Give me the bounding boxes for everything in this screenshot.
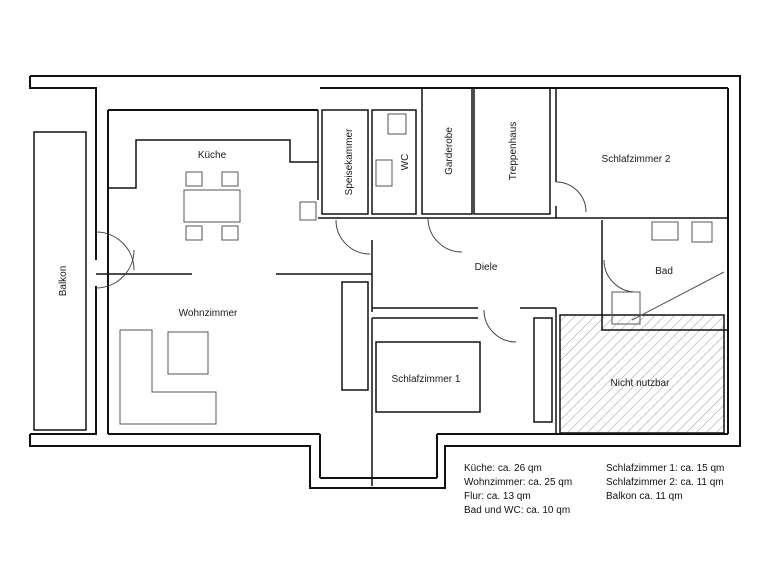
interior-walls <box>96 87 728 486</box>
room-label-diele: Diele <box>475 262 498 273</box>
area-legend: Küche: ca. 26 qm Wohnzimmer: ca. 25 qm F… <box>464 463 724 516</box>
room-label-bad: Bad <box>655 266 673 277</box>
room-label-wohnzimmer: Wohnzimmer <box>179 308 238 319</box>
outer-walls <box>29 75 741 489</box>
door-swings <box>95 181 637 343</box>
area-line: Schlafzimmer 2: ca. 11 qm <box>606 477 724 488</box>
room-label-garderobe: Garderobe <box>444 127 455 175</box>
area-line: Bad und WC: ca. 10 qm <box>464 505 570 516</box>
room-label-nicht-nutzbar: Nicht nutzbar <box>611 378 671 389</box>
living-room-furniture <box>119 329 217 425</box>
room-label-speisekammer: Speisekammer <box>344 128 355 195</box>
area-line: Wohnzimmer: ca. 25 qm <box>464 477 572 488</box>
room-label-kueche: Küche <box>198 150 227 161</box>
room-label-schlafzimmer2: Schlafzimmer 2 <box>602 154 671 165</box>
room-label-treppenhaus: Treppenhaus <box>508 122 519 181</box>
kitchen-fixtures <box>183 171 317 241</box>
area-line: Flur: ca. 13 qm <box>464 491 531 502</box>
room-label-schlafzimmer1: Schlafzimmer 1 <box>392 374 461 385</box>
sanitary-fixtures <box>375 113 725 325</box>
balcony-outline <box>33 131 87 431</box>
room-label-wc: WC <box>400 154 411 171</box>
area-line: Schlafzimmer 1: ca. 15 qm <box>606 463 724 474</box>
area-line: Küche: ca. 26 qm <box>464 463 542 474</box>
room-labels: Küche Speisekammer WC Garderobe Treppenh… <box>58 122 673 389</box>
area-line: Balkon ca. 11 qm <box>606 491 683 502</box>
non-usable-area-hatch <box>559 314 725 434</box>
room-label-balkon: Balkon <box>58 266 69 297</box>
